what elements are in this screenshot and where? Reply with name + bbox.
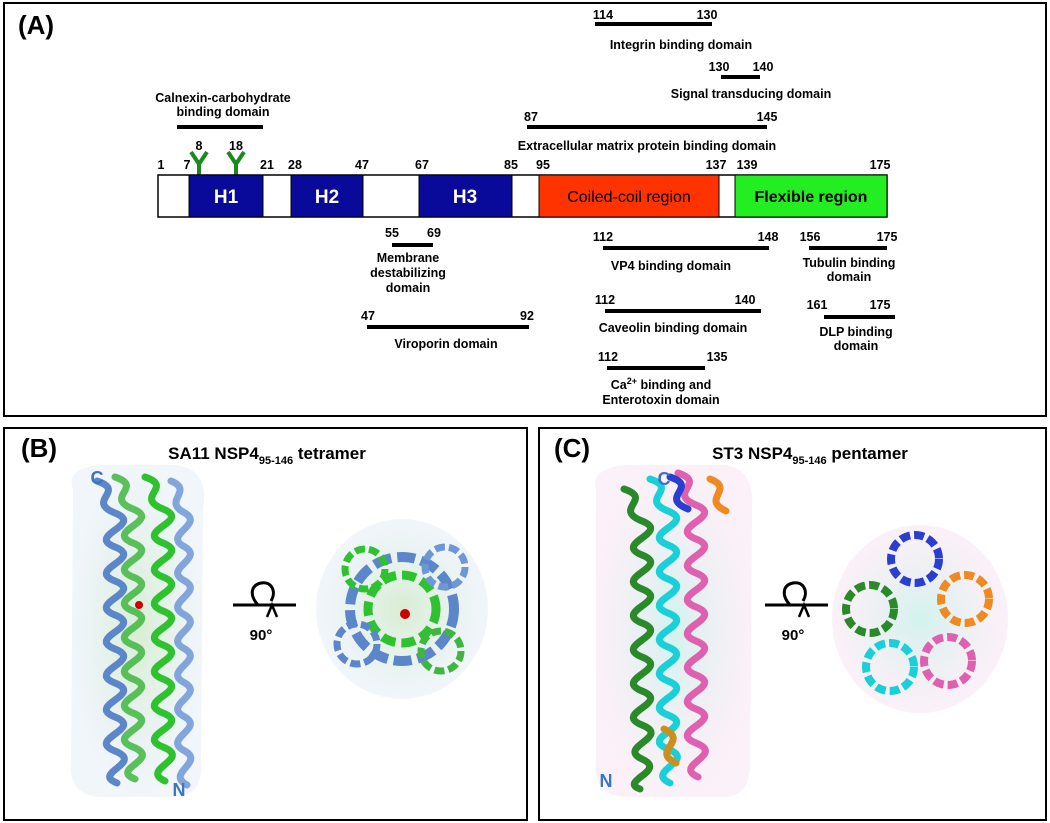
site-8-label: 8 [196, 139, 203, 153]
panel-c-letter: (C) [554, 433, 591, 463]
panel-b-title: SA11 NSP495-146 tetramer [168, 444, 366, 467]
viroporin-start: 47 [361, 309, 375, 323]
panel-c-title: ST3 NSP495-146 pentamer [712, 444, 908, 467]
h1-label: H1 [214, 187, 239, 208]
membrane-end: 69 [427, 226, 441, 240]
integrin-label: Integrin binding domain [610, 38, 752, 52]
segment-h2 [290, 174, 364, 218]
residue-21: 21 [260, 158, 274, 172]
segment-h1 [188, 174, 264, 218]
dlp-start: 161 [807, 298, 828, 312]
ion-sphere-top [400, 609, 410, 619]
panel-b-rotation-label: 90° [250, 627, 273, 644]
coiled-coil-label: Coiled-coil region [567, 189, 691, 206]
membrane-label-3: domain [386, 281, 430, 295]
residue-175: 175 [870, 158, 891, 172]
viroporin-end: 92 [520, 309, 534, 323]
glycan-y-icon-18 [226, 150, 246, 175]
signal-start: 130 [709, 60, 730, 74]
pentamer-top-view [832, 525, 1008, 713]
residue-1: 1 [158, 158, 165, 172]
residue-7: 7 [184, 158, 191, 172]
signal-label: Signal transducing domain [671, 87, 831, 101]
segment-coiled-coil [538, 174, 720, 218]
signal-end: 140 [753, 60, 774, 74]
rotate-90-icon [765, 581, 828, 618]
residue-95: 95 [536, 158, 550, 172]
dlp-label-1: DLP binding [819, 325, 892, 339]
vp4-end: 148 [758, 230, 779, 244]
integrin-end: 130 [697, 8, 718, 22]
vp4-start: 112 [593, 230, 613, 244]
panel-b-c-terminus: C [91, 468, 104, 488]
membrane-label-1: Membrane [377, 251, 440, 265]
calcium-label-2: Enterotoxin domain [602, 393, 719, 407]
caveolin-end: 140 [735, 293, 756, 307]
membrane-start: 55 [385, 226, 399, 240]
residue-47: 47 [355, 158, 369, 172]
residue-139: 139 [737, 158, 758, 172]
calnexin-label-2: binding domain [176, 105, 269, 119]
dlp-end: 175 [870, 298, 891, 312]
panel-b-n-terminus: N [173, 780, 186, 800]
panel-c-rotation-label: 90° [782, 627, 805, 644]
tubulin-label-1: Tubulin binding [803, 256, 896, 270]
calcium-start: 112 [598, 350, 618, 364]
tetramer-side-view [70, 465, 205, 798]
residue-137: 137 [706, 158, 727, 172]
ecm-start: 87 [524, 110, 538, 124]
site-18-label: 18 [229, 139, 243, 153]
flexible-label: Flexible region [755, 189, 868, 206]
panel-a-letter: (A) [18, 10, 55, 40]
residue-85: 85 [504, 158, 518, 172]
segment-flexible [734, 174, 888, 218]
pentamer-side-view [595, 465, 753, 798]
calnexin-label-1: Calnexin-carbohydrate [155, 91, 291, 105]
residue-67: 67 [415, 158, 429, 172]
h2-label: H2 [315, 187, 339, 208]
ecm-label: Extracellular matrix protein binding dom… [518, 139, 776, 153]
panel-c-c-terminus: C [658, 469, 671, 489]
panel-b-tetramer: (B) SA11 NSP495-146 tetramer C N [3, 427, 528, 821]
ecm-end: 145 [757, 110, 778, 124]
ion-sphere-side [135, 601, 143, 609]
panel-b-letter: (B) [21, 433, 58, 463]
tetramer-svg: SA11 NSP495-146 tetramer C N 90° [70, 444, 488, 800]
domain-map-svg: 114 130 Integrin binding domain 130 140 … [155, 8, 898, 407]
glycan-y-icon-8 [189, 150, 209, 175]
segment-h3 [418, 174, 513, 218]
vp4-label: VP4 binding domain [611, 259, 731, 273]
tubulin-start: 156 [800, 230, 821, 244]
panel-a-domain-map: (A) 114 130 Integrin binding domain 130 … [3, 2, 1047, 417]
caveolin-label: Caveolin binding domain [599, 321, 748, 335]
dlp-label-2: domain [834, 339, 878, 353]
rotate-90-icon [233, 581, 296, 618]
h3-label: H3 [453, 187, 477, 208]
pentamer-svg: ST3 NSP495-146 pentamer C N 90° [595, 444, 1008, 798]
residue-28: 28 [288, 158, 302, 172]
calcium-label-1: Ca2+ binding and [611, 376, 712, 392]
integrin-start: 114 [593, 8, 613, 22]
calcium-end: 135 [707, 350, 728, 364]
tetramer-top-view [316, 519, 488, 699]
panel-c-n-terminus: N [600, 771, 613, 791]
viroporin-label: Viroporin domain [394, 337, 497, 351]
tubulin-end: 175 [877, 230, 898, 244]
membrane-label-2: destabilizing [370, 266, 446, 280]
panel-c-pentamer: (C) ST3 NSP495-146 pentamer C N [538, 427, 1047, 821]
tubulin-label-2: domain [827, 270, 871, 284]
caveolin-start: 112 [595, 293, 615, 307]
